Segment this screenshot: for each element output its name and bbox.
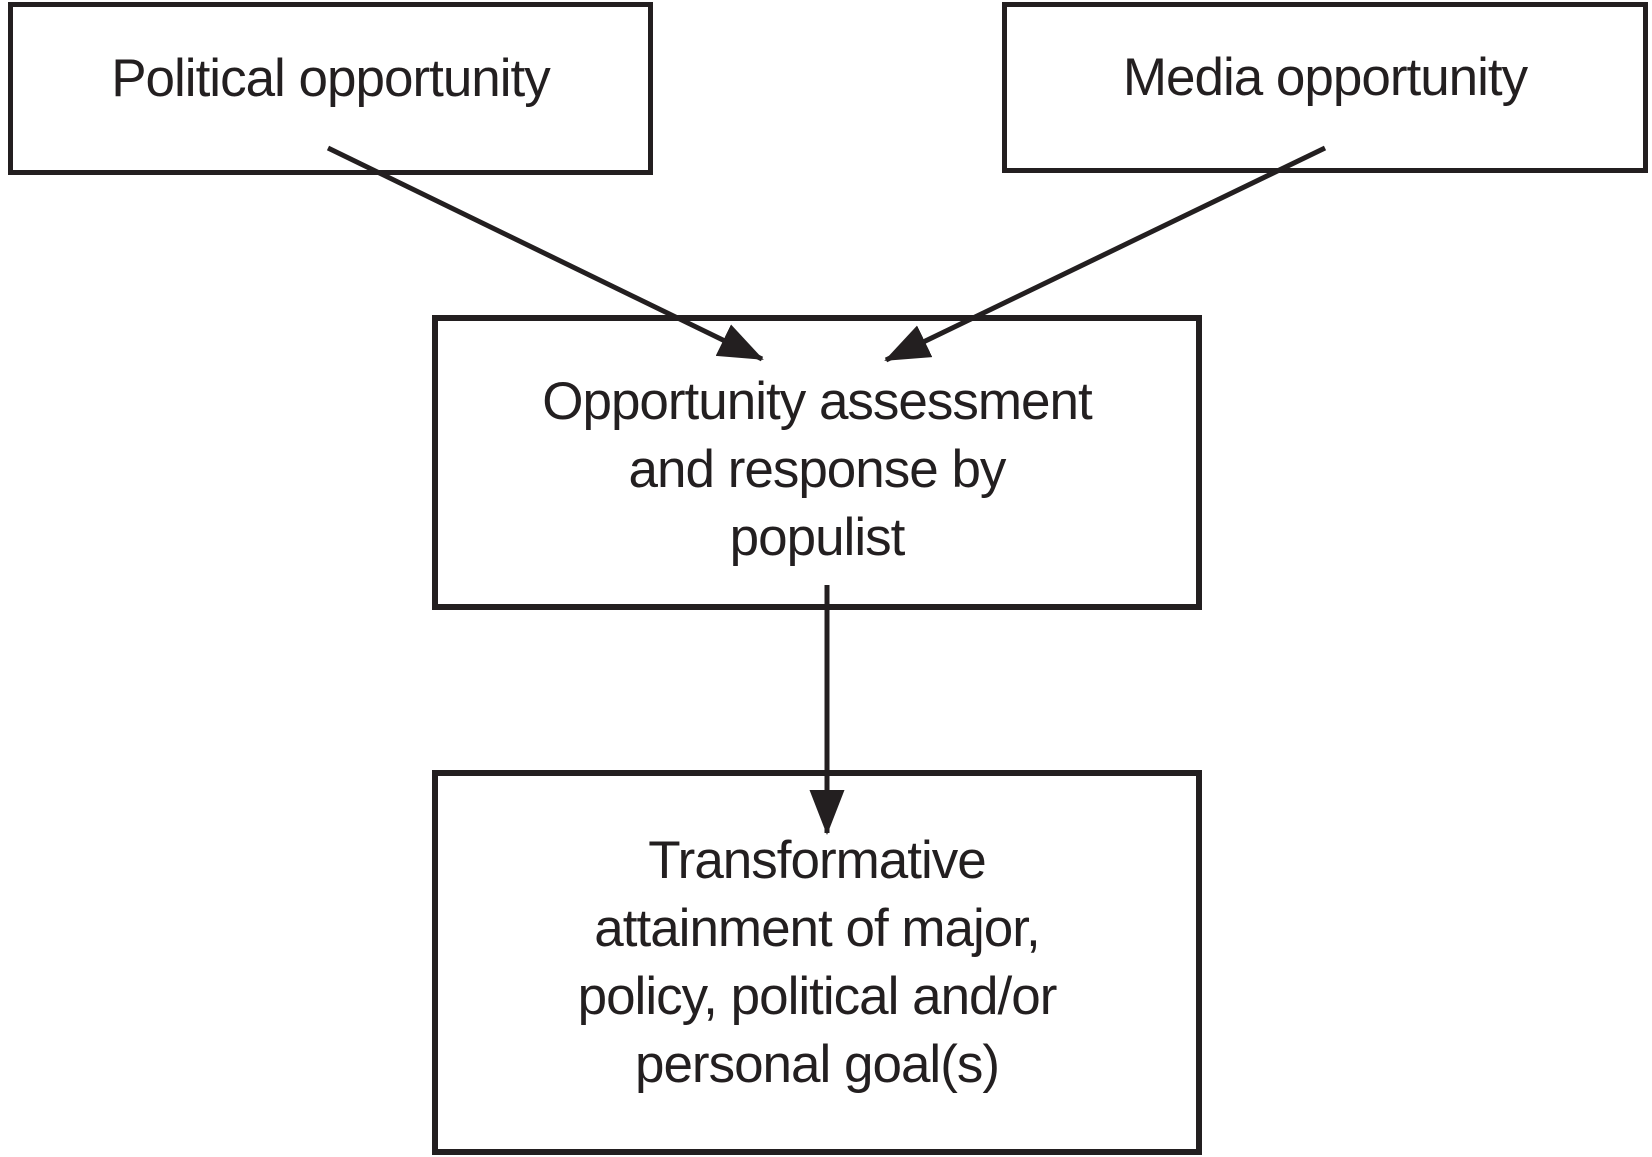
node-transformative-attainment-label-line-3: policy, political and/or xyxy=(577,966,1058,1026)
node-political-opportunity-label: Political opportunity xyxy=(111,48,551,108)
node-transformative-attainment-label-line-2: attainment of major, xyxy=(594,898,1040,958)
node-transformative-attainment-label-line-1: Transformative xyxy=(648,830,986,890)
node-opportunity-assessment: Opportunity assessment and response by p… xyxy=(432,315,1202,610)
node-transformative-attainment: Transformative attainment of major, poli… xyxy=(432,770,1202,1155)
node-media-opportunity-label: Media opportunity xyxy=(1122,47,1528,107)
node-opportunity-assessment-label-line-3: populist xyxy=(729,507,906,567)
node-political-opportunity: Political opportunity xyxy=(8,2,653,175)
node-media-opportunity: Media opportunity xyxy=(1002,2,1648,173)
node-transformative-attainment-label-line-4: personal goal(s) xyxy=(634,1034,1000,1094)
node-opportunity-assessment-label-line-1: Opportunity assessment xyxy=(542,371,1092,431)
node-opportunity-assessment-label-line-2: and response by xyxy=(628,439,1007,499)
